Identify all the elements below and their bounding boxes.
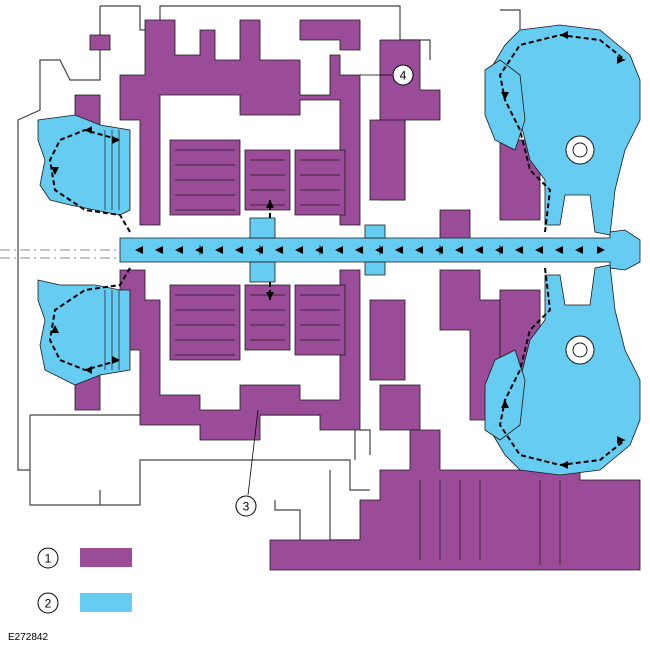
figure-id: E272842 <box>8 632 48 643</box>
converter-rollers <box>565 135 595 365</box>
legend-item-1-swatch <box>80 548 132 567</box>
callout-4-circle <box>392 64 414 86</box>
legend-item-1-circle <box>37 547 59 569</box>
legend-item-2-swatch <box>80 593 132 612</box>
callout-4: 4 <box>360 64 414 86</box>
legend-item-2: 2 <box>37 592 132 614</box>
callout-3-label: 3 <box>243 500 250 514</box>
flow-arrows-shaft <box>135 246 605 254</box>
flow-arrowheads <box>51 31 625 469</box>
callout-3-leader <box>247 409 259 496</box>
legend-item-1-label: 1 <box>45 552 52 566</box>
legend: 1 2 <box>37 547 132 614</box>
flow-dashed-paths <box>48 33 626 467</box>
callout-4-label: 4 <box>400 69 407 83</box>
legend-item-2-label: 2 <box>45 597 52 611</box>
legend-item-1: 1 <box>37 547 132 569</box>
callout-3: 3 <box>235 409 259 517</box>
legend-item-2-circle <box>37 592 59 614</box>
callout-3-circle <box>235 495 257 517</box>
